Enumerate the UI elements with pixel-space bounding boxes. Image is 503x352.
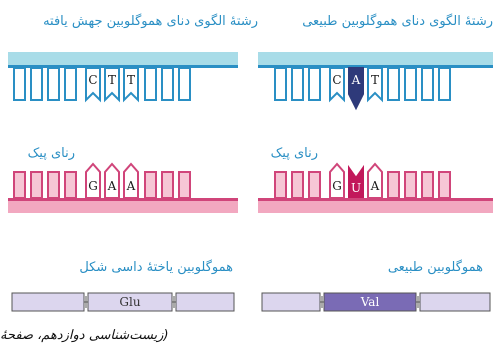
mutant-rna-strand-edge <box>258 198 493 201</box>
rna-tooth <box>30 171 43 199</box>
mutant-dna-title: رشتهٔ الگوی دنای هموگلوبین جهش یافته <box>43 14 258 29</box>
mutant-dna-strand-edge <box>258 65 493 68</box>
dna-tooth <box>30 67 43 101</box>
dna-tooth <box>274 67 287 101</box>
normal-rna-base-2: A <box>107 179 117 193</box>
dna-tooth <box>387 67 400 101</box>
mutant-amino-acid-label: Val <box>360 295 380 309</box>
mutant-rna-title: رنای پیک <box>27 146 75 161</box>
mutant-dna-base-1: C <box>332 73 341 87</box>
rna-tooth <box>64 171 77 199</box>
amino-acid-box <box>11 292 85 312</box>
mutant-protein-title: هموگلوبین یاختهٔ داسی شکل <box>79 260 233 275</box>
source-caption: (زیست‌شناسی دوازدهم، صفحهٔ <box>0 328 169 343</box>
dna-base-c-shape <box>85 67 101 103</box>
normal-dna-title: رشتهٔ الگوی دنای هموگلوبین طبیعی <box>302 14 493 29</box>
normal-dna-base-3: T <box>127 73 135 87</box>
dna-base-t-shape <box>104 67 120 103</box>
dna-tooth <box>178 67 191 101</box>
mutant-rna-strand <box>258 201 493 213</box>
dna-base-t-shape <box>367 67 383 103</box>
normal-rna-base-3: A <box>126 179 136 193</box>
normal-rna-base-1: G <box>88 179 98 193</box>
rna-tooth <box>47 171 60 199</box>
normal-rna-teeth <box>13 162 191 199</box>
mutant-rna-teeth <box>274 162 451 199</box>
amino-acid-box <box>419 292 491 312</box>
amino-acid-box <box>261 292 321 312</box>
dna-base-c-shape <box>329 67 345 103</box>
dna-tooth <box>144 67 157 101</box>
rna-tooth <box>274 171 287 199</box>
mutant-rna-base-2: U <box>351 181 361 195</box>
dna-tooth <box>438 67 451 101</box>
amino-acid-box <box>175 292 235 312</box>
dna-tooth <box>64 67 77 101</box>
normal-rna-strand-edge <box>8 198 238 201</box>
normal-dna-base-1: C <box>88 73 97 87</box>
dna-tooth <box>308 67 321 101</box>
mutant-dna-strand <box>258 52 493 65</box>
mutant-dna-base-3: T <box>371 73 379 87</box>
rna-tooth <box>387 171 400 199</box>
mutant-rna-base-3: A <box>370 179 380 193</box>
normal-protein-title: هموگلوبین طبیعی <box>387 260 483 275</box>
normal-protein-chain <box>11 292 235 312</box>
rna-tooth <box>438 171 451 199</box>
mutant-protein-chain <box>261 292 491 312</box>
rna-tooth <box>421 171 434 199</box>
rna-tooth <box>144 171 157 199</box>
dna-tooth <box>404 67 417 101</box>
dna-tooth <box>161 67 174 101</box>
dna-base-a-shape <box>348 67 364 111</box>
normal-dna-strand-edge <box>8 65 238 68</box>
normal-dna-base-2: T <box>108 73 116 87</box>
normal-dna-teeth <box>13 67 191 103</box>
rna-tooth <box>161 171 174 199</box>
rna-tooth <box>13 171 26 199</box>
rna-tooth <box>291 171 304 199</box>
mutant-dna-teeth <box>274 67 451 111</box>
dna-tooth <box>13 67 26 101</box>
rna-tooth <box>308 171 321 199</box>
rna-tooth <box>178 171 191 199</box>
normal-rna-title: رنای پیک <box>270 146 318 161</box>
dna-base-t-shape <box>123 67 139 103</box>
normal-amino-acid-label: Glu <box>119 295 140 309</box>
dna-tooth <box>47 67 60 101</box>
normal-rna-strand <box>8 201 238 213</box>
normal-dna-strand <box>8 52 238 65</box>
dna-tooth <box>291 67 304 101</box>
dna-tooth <box>421 67 434 101</box>
mutant-dna-base-2: A <box>351 73 361 87</box>
mutant-rna-base-1: G <box>332 179 342 193</box>
rna-tooth <box>404 171 417 199</box>
